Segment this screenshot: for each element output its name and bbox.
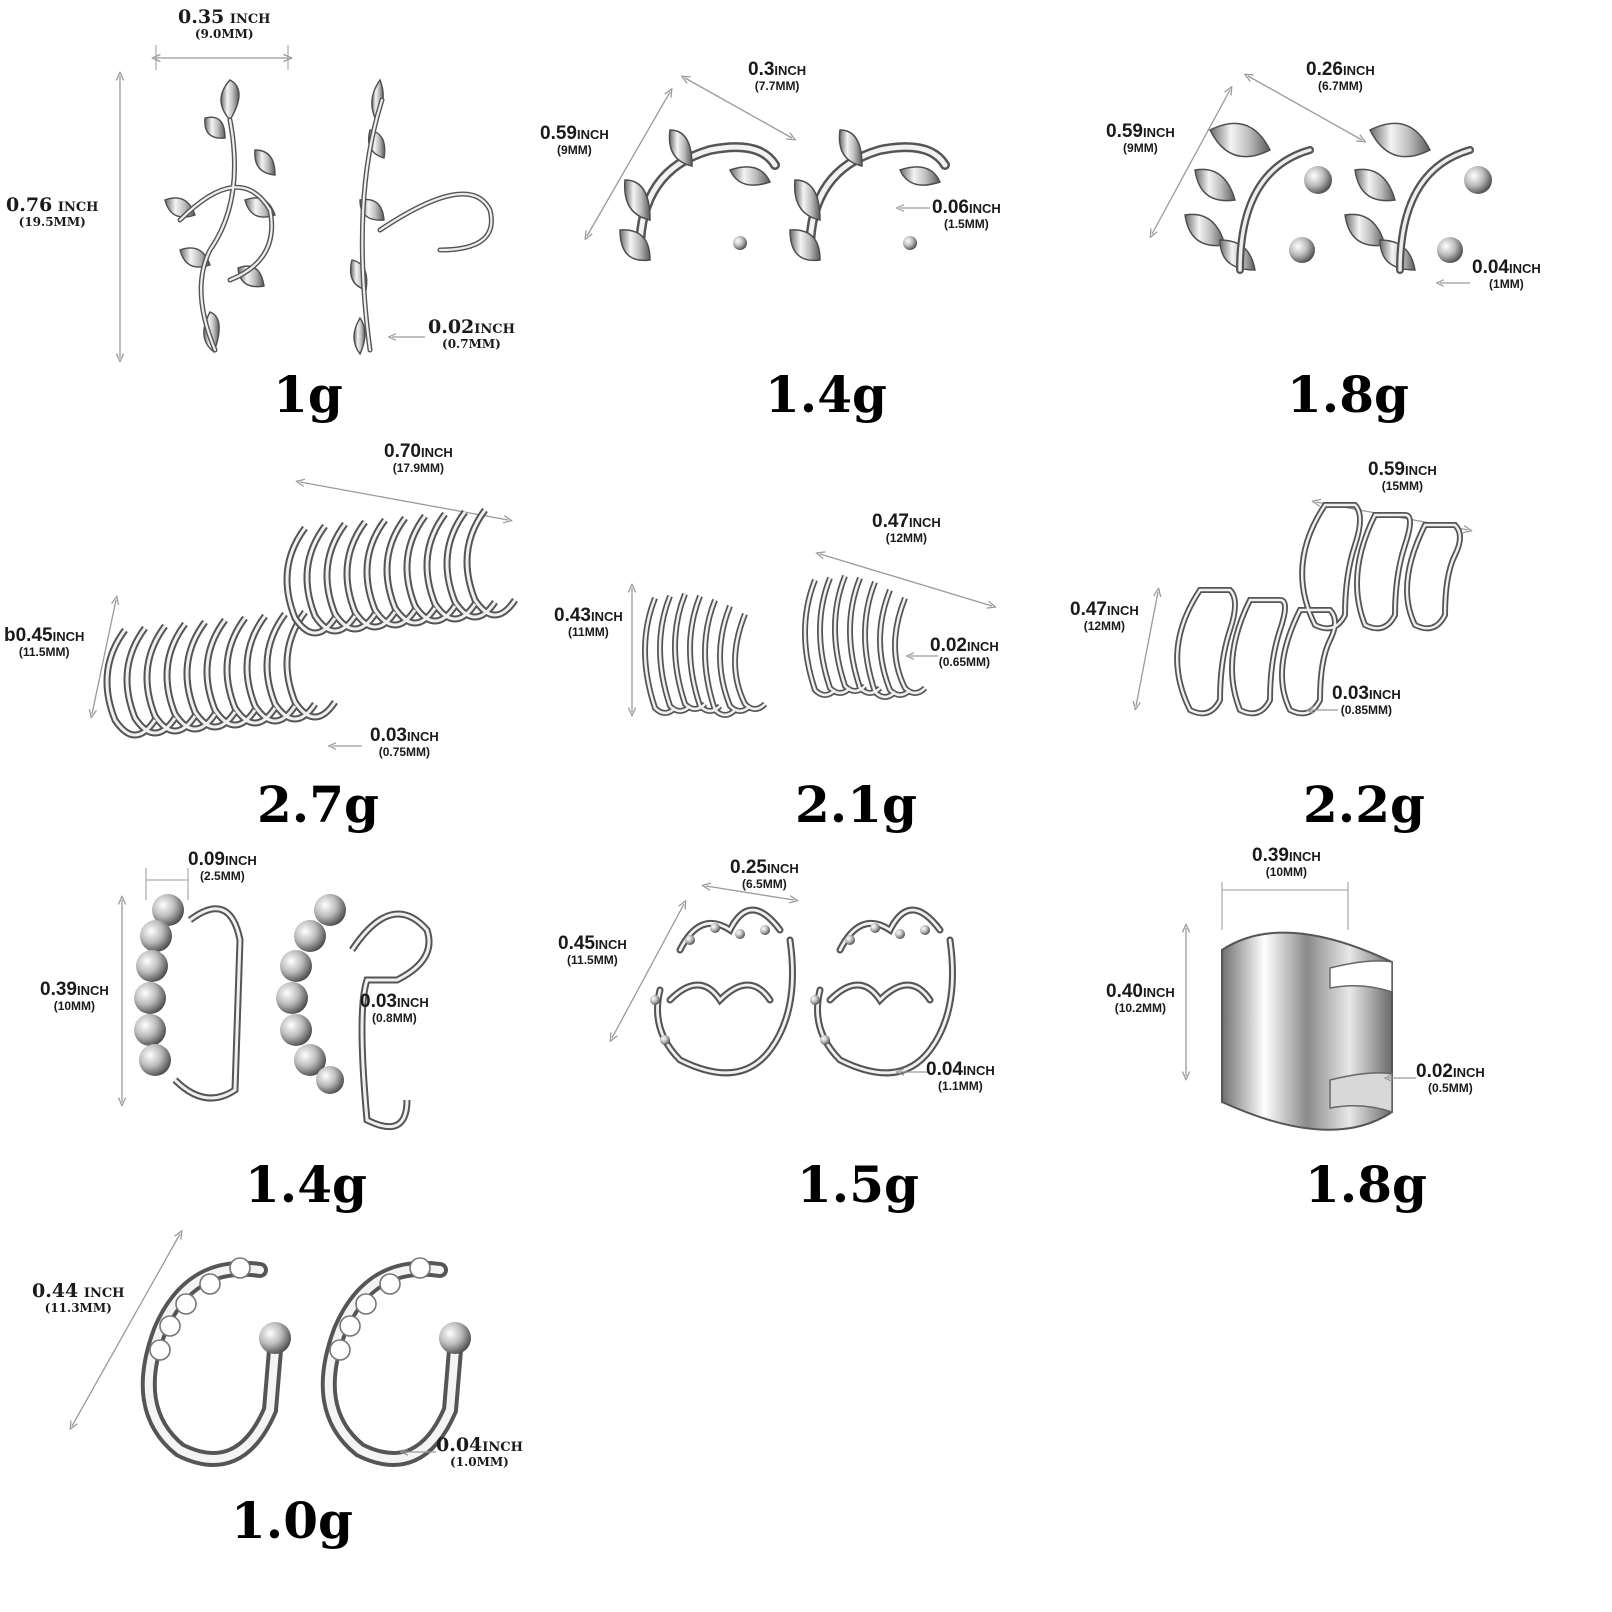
triple-loop-height-label: 0.47INCH (12MM): [1070, 599, 1139, 633]
crown-weight: 1.5g: [797, 1155, 919, 1214]
leaf-vine-height-label: 0.76 INCH (19.5MM): [6, 194, 99, 229]
multi-wire-width-label: 0.47INCH (12MM): [872, 511, 941, 545]
leaf-vine-thickness-label: 0.02INCH (0.7MM): [428, 316, 515, 351]
leaf-cz-ear-cuff-illustration: [530, 0, 950, 262]
leaf-cz-weight: 1.4g: [765, 365, 887, 424]
multi-wire-wide-thickness-label: 0.03INCH (0.75MM): [370, 725, 439, 759]
product-multi-wire-wide: 0.70INCH (17.9MM) b0.45INCH (11.5MM) 0.0…: [0, 430, 540, 840]
beaded-thickness-label: 0.03INCH (0.8MM): [360, 991, 429, 1025]
beaded-weight: 1.4g: [245, 1155, 367, 1214]
wide-band-ear-cuff-illustration: [1070, 882, 1416, 1131]
triple-loop-width-label: 0.59INCH (15MM): [1368, 459, 1437, 493]
triple-loop-ear-cuff-illustration: [1070, 430, 1612, 717]
wide-band-height-label: 0.40INCH (10.2MM): [1106, 981, 1175, 1015]
feather-leaf-ear-cuff-illustration: [1070, 0, 1492, 420]
wide-band-weight: 1.8g: [1305, 1155, 1427, 1214]
product-crown: 0.25INCH (6.5MM) 0.45INCH (11.5MM) 0.04I…: [540, 840, 1070, 1240]
crown-thickness-label: 0.04INCH (1.1MM): [926, 1059, 995, 1093]
leaf-vine-width-label: 0.35 INCH (9.0MM): [178, 6, 271, 41]
leaf-vine-weight: 1g: [273, 365, 343, 424]
product-feather-leaf: 0.26INCH (6.7MM) 0.59INCH (9MM) 0.04INCH…: [1070, 0, 1612, 420]
feather-leaf-height-label: 0.59INCH (9MM): [1106, 121, 1175, 155]
triple-loop-weight: 2.2g: [1303, 775, 1425, 834]
product-triple-loop: 0.59INCH (15MM) 0.47INCH (12MM) 0.03INCH…: [1070, 430, 1612, 840]
beaded-ear-cuff-illustration: [0, 868, 433, 1131]
beaded-width-label: 0.09INCH (2.5MM): [188, 849, 257, 883]
feather-leaf-thickness-label: 0.04INCH (1MM): [1472, 257, 1541, 291]
cz-ball-ear-cuff-illustration: [0, 1240, 471, 1467]
multi-wire-weight: 2.1g: [795, 775, 917, 834]
product-multi-wire: 0.47INCH (12MM) 0.43INCH (11MM) 0.02INCH…: [540, 430, 1070, 840]
multi-wire-ear-cuff-illustration: [540, 430, 1070, 718]
leaf-cz-height-label: 0.59INCH (9MM): [540, 123, 609, 157]
product-leaf-cz: 0.3INCH (7.7MM) 0.59INCH (9MM) 0.06INCH …: [530, 0, 1070, 420]
multi-wire-thickness-label: 0.02INCH (0.65MM): [930, 635, 999, 669]
product-cz-ball: 0.44 INCH (11.3MM) 0.04INCH (1.0MM) 1.0g: [0, 1240, 540, 1612]
leaf-cz-width-label: 0.3INCH (7.7MM): [748, 59, 807, 93]
multi-wire-wide-ear-cuff-illustration: [0, 430, 518, 840]
multi-wire-wide-height-label: b0.45INCH (11.5MM): [4, 625, 85, 659]
product-beaded: 0.09INCH (2.5MM) 0.39INCH (10MM) 0.03INC…: [0, 840, 540, 1240]
wide-band-width-label: 0.39INCH (10MM): [1252, 845, 1321, 879]
leaf-cz-thickness-label: 0.06INCH (1.5MM): [932, 197, 1001, 231]
feather-leaf-width-label: 0.26INCH (6.7MM): [1306, 59, 1375, 93]
triple-loop-thickness-label: 0.03INCH (0.85MM): [1332, 683, 1401, 717]
multi-wire-height-label: 0.43INCH (11MM): [554, 605, 623, 639]
crown-width-label: 0.25INCH (6.5MM): [730, 857, 799, 891]
multi-wire-wide-width-label: 0.70INCH (17.9MM): [384, 441, 453, 475]
cz-ball-weight: 1.0g: [231, 1491, 353, 1550]
cz-ball-height-label: 0.44 INCH (11.3MM): [32, 1280, 125, 1315]
multi-wire-wide-weight: 2.7g: [257, 775, 379, 834]
leaf-vine-ear-cuff-illustration: [0, 45, 494, 420]
product-leaf-vine: 0.35 INCH (9.0MM) 0.76 INCH (19.5MM) 0.0…: [0, 0, 540, 420]
crown-ear-cuff-illustration: [540, 840, 956, 1077]
feather-leaf-weight: 1.8g: [1287, 365, 1409, 424]
product-wide-band: 0.39INCH (10MM) 0.40INCH (10.2MM) 0.02IN…: [1070, 840, 1612, 1240]
crown-height-label: 0.45INCH (11.5MM): [558, 933, 627, 967]
cz-ball-thickness-label: 0.04INCH (1.0MM): [436, 1434, 523, 1469]
wide-band-thickness-label: 0.02INCH (0.5MM): [1416, 1061, 1485, 1095]
beaded-height-label: 0.39INCH (10MM): [40, 979, 109, 1013]
